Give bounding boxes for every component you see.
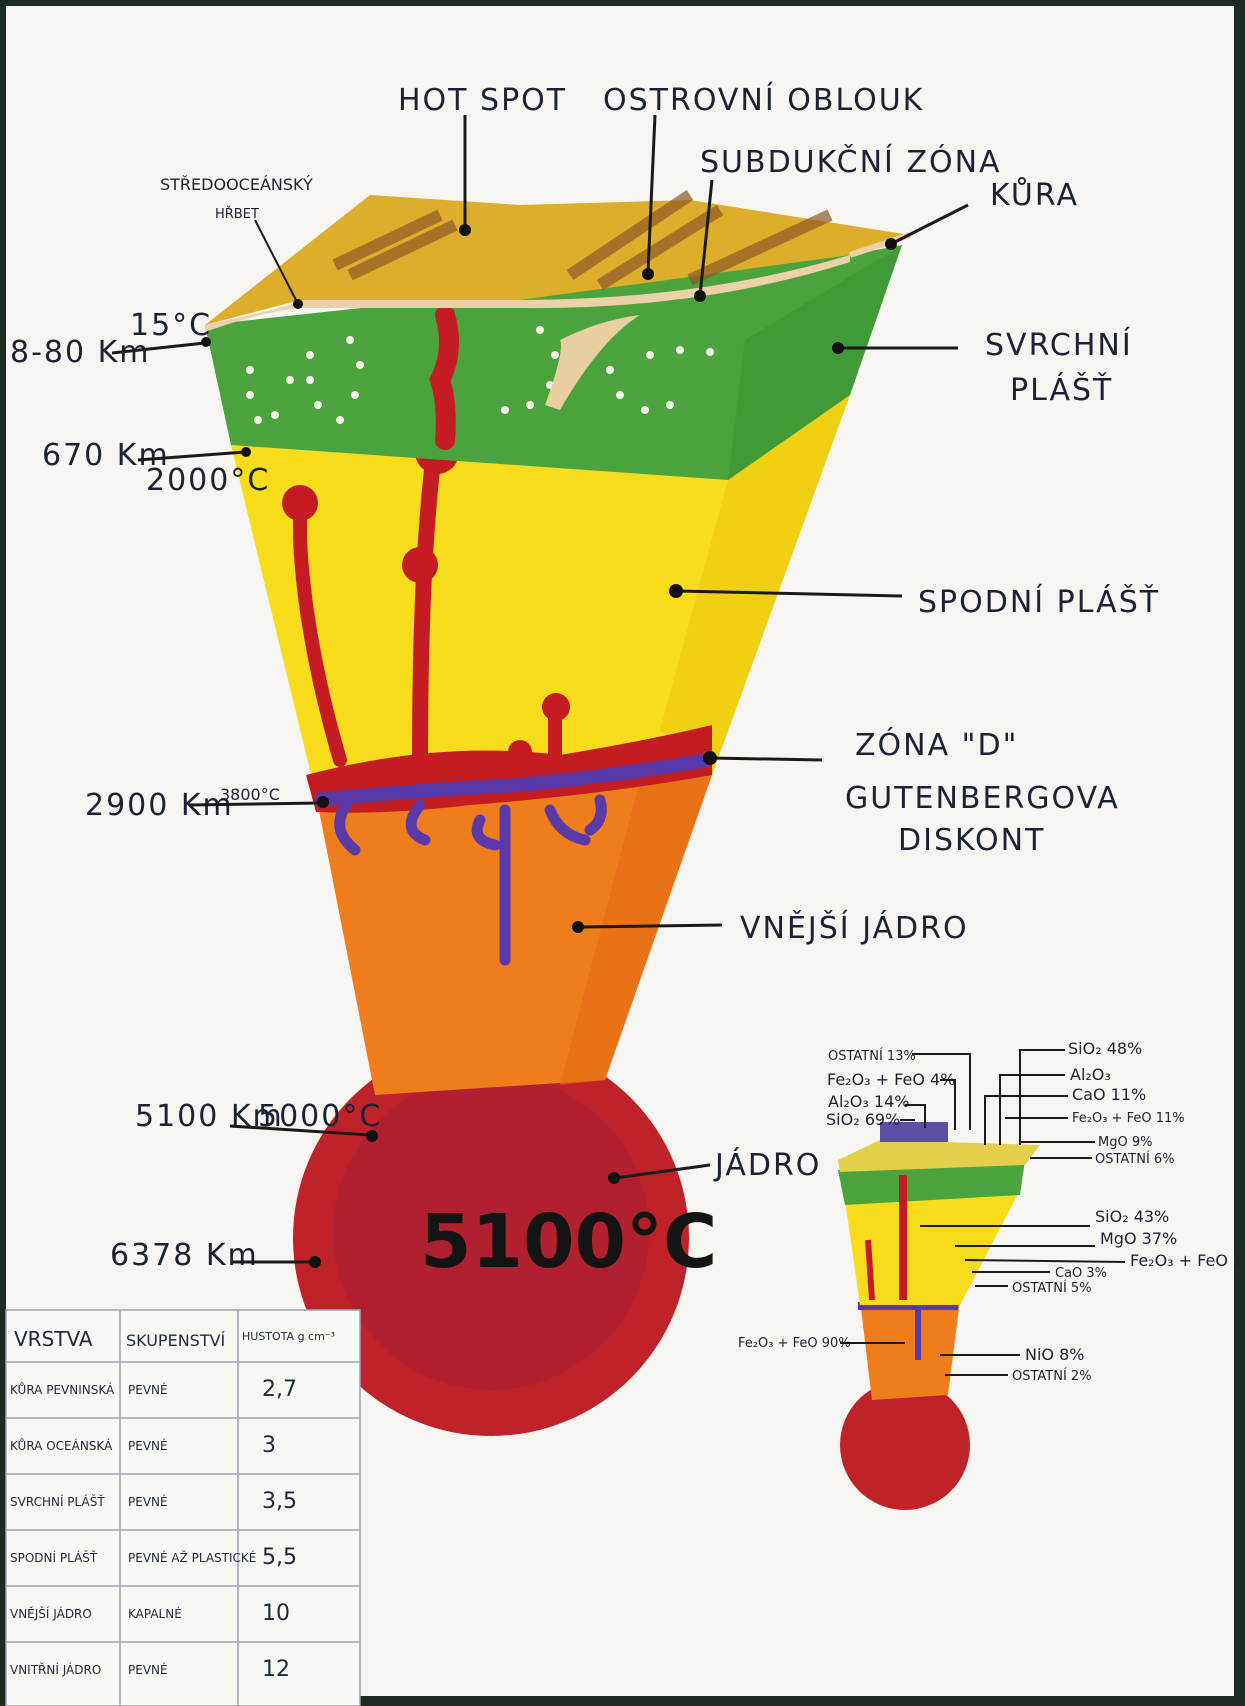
table-cell-state: PEVNÉ: [128, 1662, 168, 1677]
table-cell-layer: KŮRA OCEÁNSKÁ: [10, 1438, 113, 1453]
table-cell-density: 12: [262, 1657, 290, 1682]
table-cell-layer: KŮRA PEVNINSKÁ: [10, 1382, 115, 1397]
table-header-density: HUSTOTA g cm⁻³: [242, 1330, 335, 1343]
table-cell-layer: VNĚJŠÍ JÁDRO: [10, 1606, 92, 1621]
table-cell-layer: VNITŘNÍ JÁDRO: [10, 1662, 101, 1677]
table-cell-state: PEVNÉ: [128, 1382, 168, 1397]
table-cell-state: PEVNÉ AŽ PLASTICKÉ: [128, 1550, 256, 1565]
table-cell-density: 10: [262, 1601, 290, 1626]
table-cell-layer: SPODNÍ PLÁŠŤ: [10, 1550, 98, 1565]
table-cell-state: PEVNÉ: [128, 1494, 168, 1509]
table-cell-layer: SVRCHNÍ PLÁŠŤ: [10, 1494, 105, 1509]
table-cell-state: PEVNÉ: [128, 1438, 168, 1453]
table-cell-density: 3,5: [262, 1489, 297, 1514]
table-cell-density: 5,5: [262, 1545, 297, 1570]
table-cell-state: KAPALNÉ: [128, 1606, 182, 1621]
table-header-state: SKUPENSTVÍ: [126, 1331, 226, 1350]
table-cell-density: 3: [262, 1433, 276, 1458]
table-cell-density: 2,7: [262, 1377, 297, 1402]
table-header-layer: VRSTVA: [14, 1327, 93, 1351]
